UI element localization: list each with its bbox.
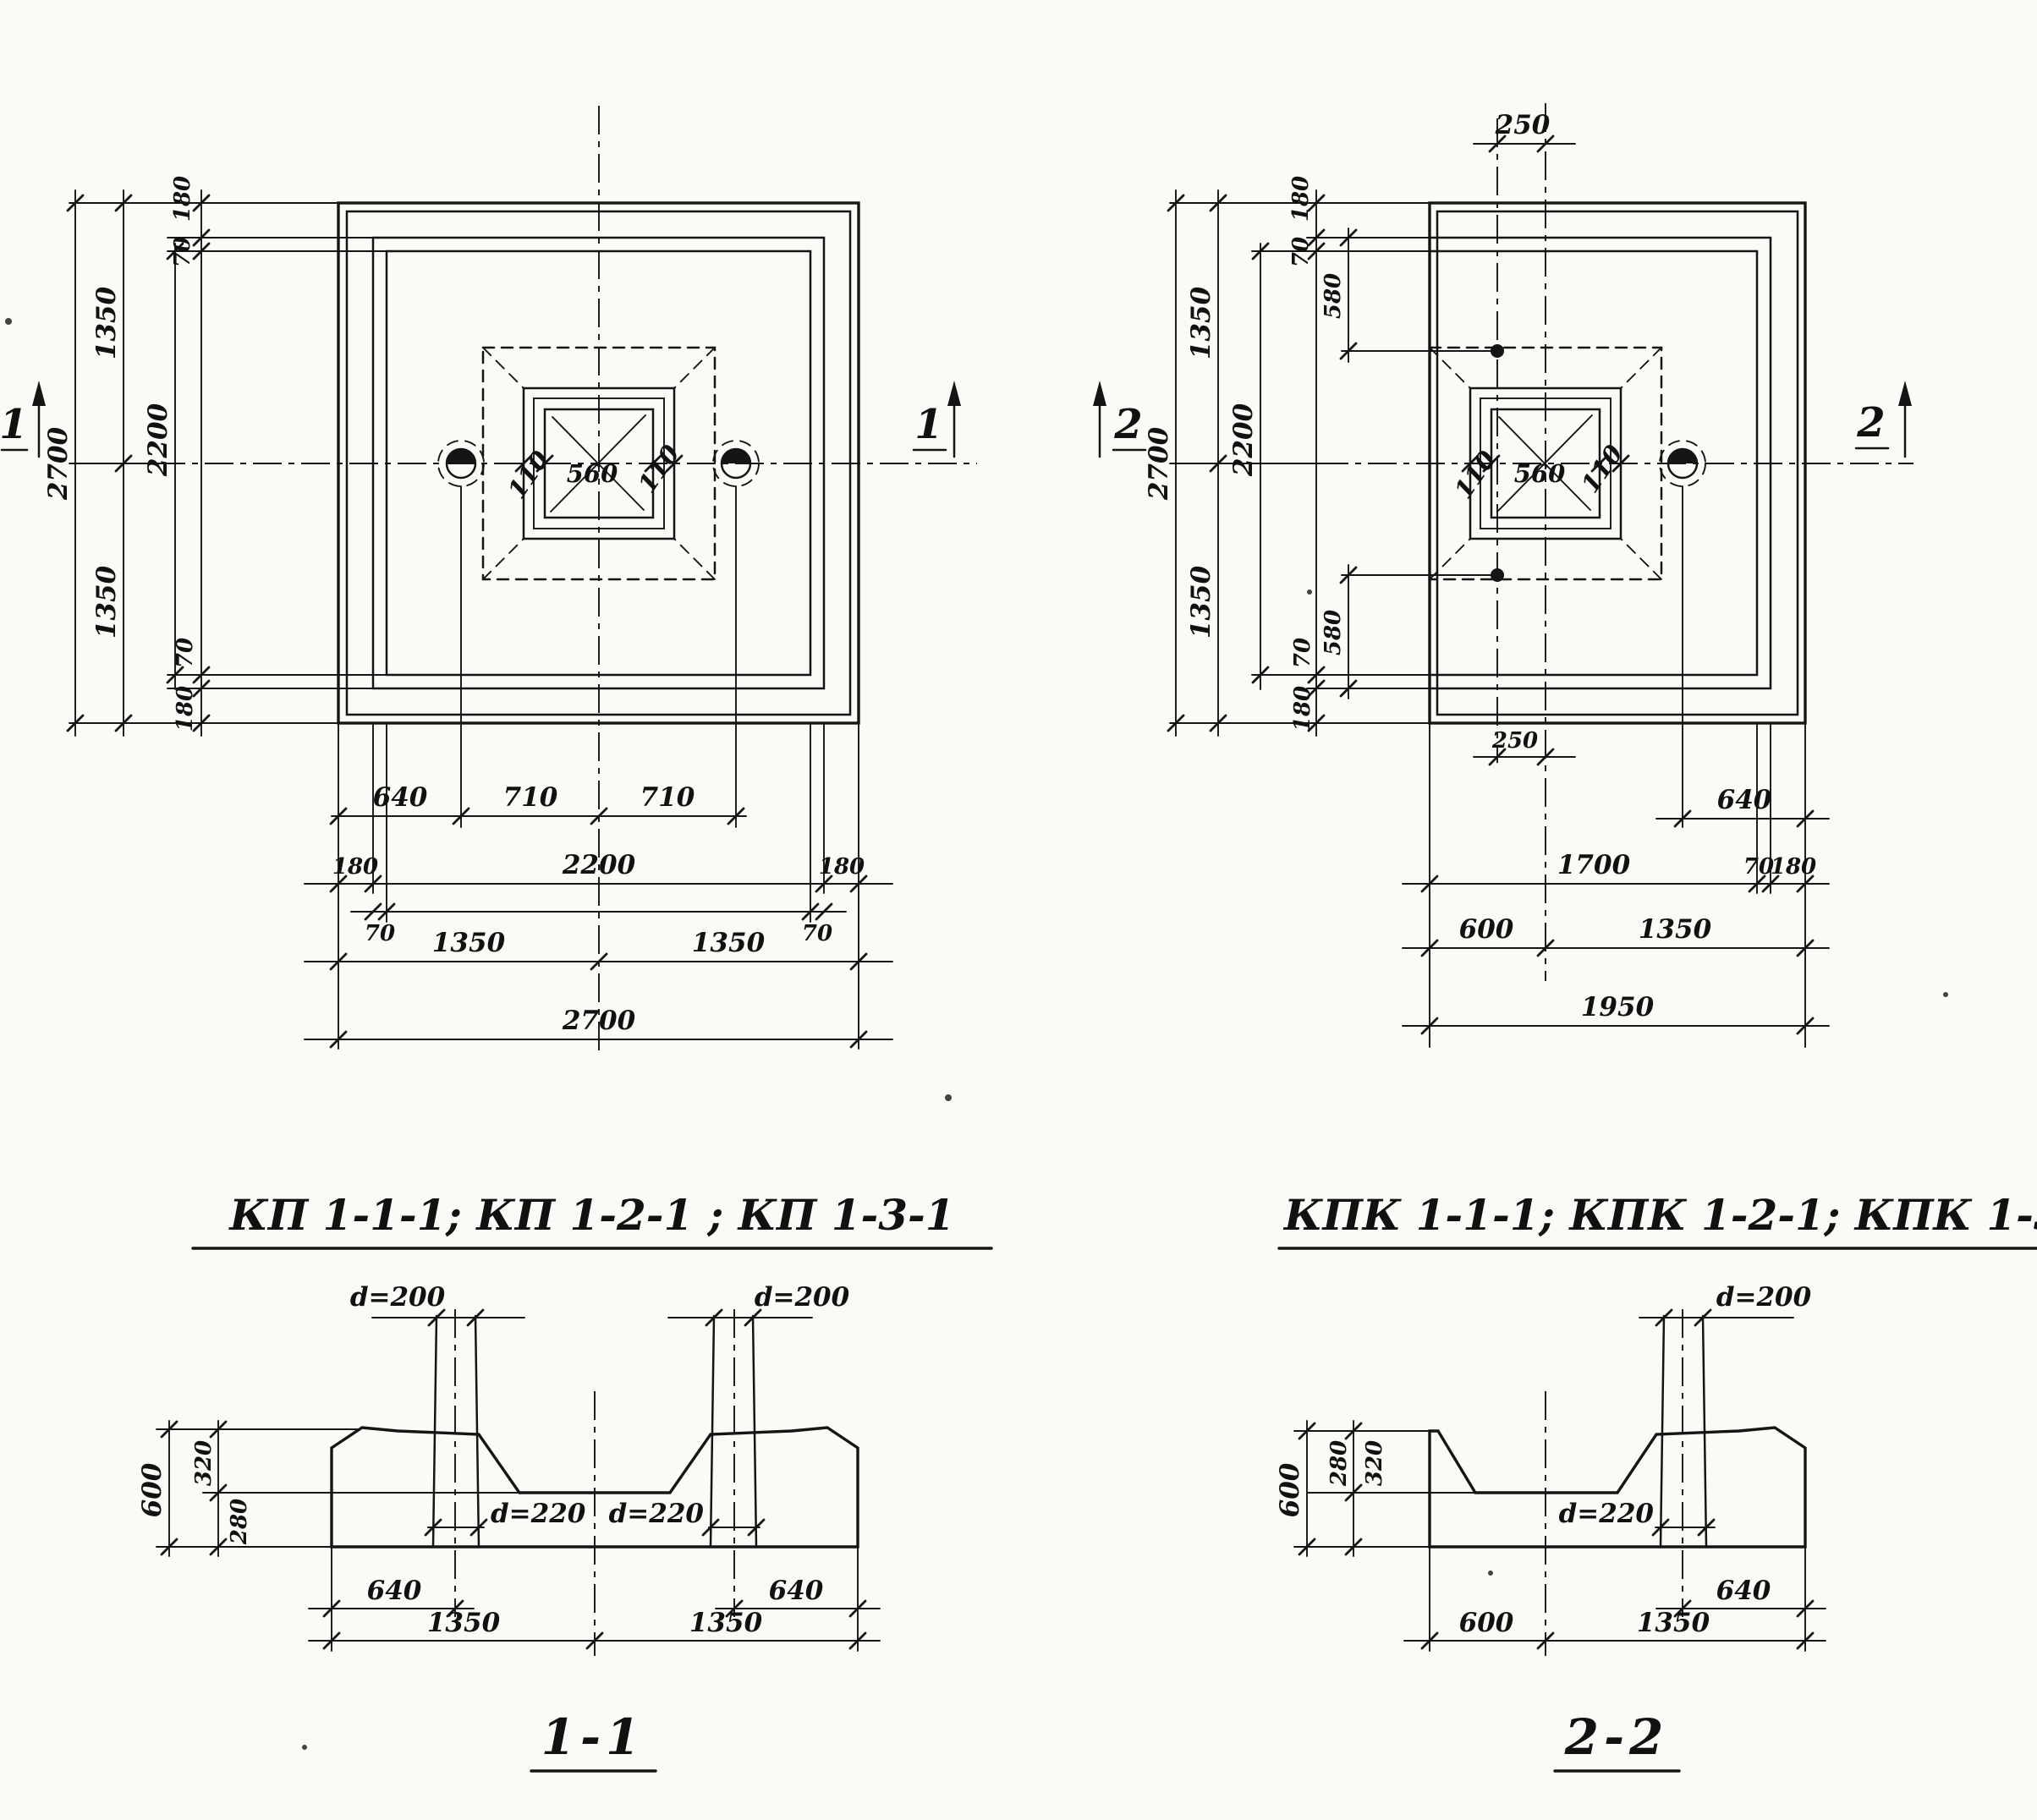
dim-label: 110 <box>633 440 686 498</box>
dim-label: 640 <box>367 1576 422 1606</box>
dim-label: 640 <box>769 1576 824 1606</box>
dim-label: 1950 <box>1581 992 1655 1022</box>
dim-label: 70 <box>170 237 195 267</box>
section-view-2-2: d=200 d=220 600 320 280 640 600 1350 2-2 <box>1275 1282 1826 1773</box>
dim-label: 2700 <box>1144 426 1174 501</box>
section-marker-1-left: 1 <box>0 381 46 458</box>
dim-label: 1350 <box>432 928 506 958</box>
section-marker-label: 2 <box>1856 399 1885 447</box>
body-outline <box>1428 1426 1807 1549</box>
dim-label: 1350 <box>689 1608 763 1638</box>
section-marker-label: 1 <box>0 401 28 448</box>
dim-label: 1350 <box>91 286 122 359</box>
dim-label: 180 <box>819 854 865 880</box>
dim-label: 250 <box>1491 728 1538 754</box>
section-arrow-icon <box>1093 381 1106 406</box>
dim-label: 600 <box>137 1462 167 1517</box>
dim-label: 70 <box>1288 237 1314 267</box>
dim-label: 2700 <box>562 1006 636 1036</box>
dim-label: 180 <box>1771 854 1816 880</box>
dim-label: 180 <box>332 854 378 880</box>
dim-label: d=200 <box>1716 1282 1812 1313</box>
pocket-scribble <box>1496 414 1593 513</box>
title-right: КПК 1-1-1; КПК 1-2-1; КПК 1-3-1 <box>1277 1190 2037 1250</box>
sleeve-lines <box>431 1314 758 1549</box>
centerlines <box>1545 1309 1683 1656</box>
section-view-1-1: d=200 d=200 d=220 d=220 600 320 280 640 … <box>137 1282 881 1773</box>
type-list-left: КП 1-1-1; КП 1-2-1 ; КП 1-3-1 <box>228 1190 954 1240</box>
dim-label: 1700 <box>1557 850 1631 880</box>
type-list-right: КПК 1-1-1; КПК 1-2-1; КПК 1-3-1 <box>1282 1190 2037 1240</box>
title-left: КП 1-1-1; КП 1-2-1 ; КП 1-3-1 <box>191 1190 993 1250</box>
dim-label: 70 <box>1743 854 1774 880</box>
dim-label: 320 <box>191 1440 217 1486</box>
dim-label: 70 <box>365 921 395 946</box>
sleeve-lines <box>1659 1314 1708 1549</box>
scan-dots <box>5 318 1948 1750</box>
dim-label: 1350 <box>1186 286 1216 359</box>
dim-label: d=220 <box>491 1499 586 1529</box>
dim-label: 1350 <box>427 1608 501 1638</box>
section-marker-1-right: 1 <box>912 381 961 458</box>
dim-label: 710 <box>640 782 695 813</box>
section-label: 1-1 <box>541 1708 645 1766</box>
dim-label: 70 <box>1290 638 1315 668</box>
dim-label: 1350 <box>1637 1608 1710 1638</box>
plan-left <box>156 106 977 1053</box>
dim-label: 710 <box>503 782 558 813</box>
dim-label: 1350 <box>692 928 766 958</box>
dim-label: d=220 <box>1559 1499 1655 1529</box>
centerlines <box>454 1309 735 1656</box>
dim-label: d=220 <box>609 1499 705 1529</box>
plan-right-dimensions: 250 180 70 580 1350 2700 2200 1350 580 7… <box>1144 110 1830 1048</box>
section-caption-1-1: 1-1 <box>530 1708 657 1773</box>
dim-label: 180 <box>1288 176 1314 222</box>
dim-label: 2700 <box>43 426 74 501</box>
dim-label: 600 <box>1459 914 1514 945</box>
plan-left-dimensions: 180 70 1350 2700 2200 1350 70 180 110 56… <box>43 176 893 1050</box>
dim-label: 600 <box>1459 1608 1514 1638</box>
dim-label: 580 <box>1320 273 1346 319</box>
dim-label: 1350 <box>1186 565 1216 639</box>
dim-label: 560 <box>567 459 618 488</box>
dim-label: 280 <box>1326 1440 1352 1487</box>
dim-label: 280 <box>227 1499 252 1545</box>
dim-label: 2200 <box>143 403 173 477</box>
section-label: 2-2 <box>1564 1708 1669 1766</box>
section-caption-2-2: 2-2 <box>1553 1708 1681 1773</box>
dim-label: 70 <box>173 638 198 668</box>
dim-label: 180 <box>1290 686 1315 732</box>
section-marker-label: 2 <box>1113 401 1142 448</box>
body-outline <box>330 1426 859 1549</box>
dim-label: 560 <box>1514 459 1566 488</box>
dim-label: 110 <box>502 446 556 504</box>
dim-label: 1350 <box>91 565 122 639</box>
dim-label: 180 <box>170 176 195 222</box>
dim-label: 250 <box>1495 110 1551 140</box>
dim-label: 640 <box>373 782 428 813</box>
dim-label: 580 <box>1320 610 1346 655</box>
dim-label: d=200 <box>350 1282 446 1313</box>
dim-label: 1350 <box>1639 914 1712 945</box>
dim-label: 320 <box>1362 1440 1387 1486</box>
section-arrow-icon <box>32 381 46 406</box>
section-marker-2-right: 2 <box>1854 381 1912 458</box>
centerlines <box>1320 103 1913 981</box>
dim-label: 110 <box>1449 446 1502 504</box>
dim-label: 640 <box>1716 1576 1771 1606</box>
dim-label: d=200 <box>755 1282 850 1313</box>
dim-label: 2200 <box>562 850 636 880</box>
dim-label: 600 <box>1275 1462 1305 1517</box>
dim-label: 2200 <box>1228 403 1259 477</box>
dim-label: 180 <box>173 686 198 732</box>
dim-label: 640 <box>1717 785 1772 815</box>
section-arrow-icon <box>1898 381 1912 406</box>
section-marker-label: 1 <box>914 401 942 448</box>
centerlines <box>156 106 977 1053</box>
dim-label: 70 <box>802 921 832 946</box>
section-marker-2-left: 2 <box>1093 381 1147 458</box>
section-arrow-icon <box>947 381 961 406</box>
